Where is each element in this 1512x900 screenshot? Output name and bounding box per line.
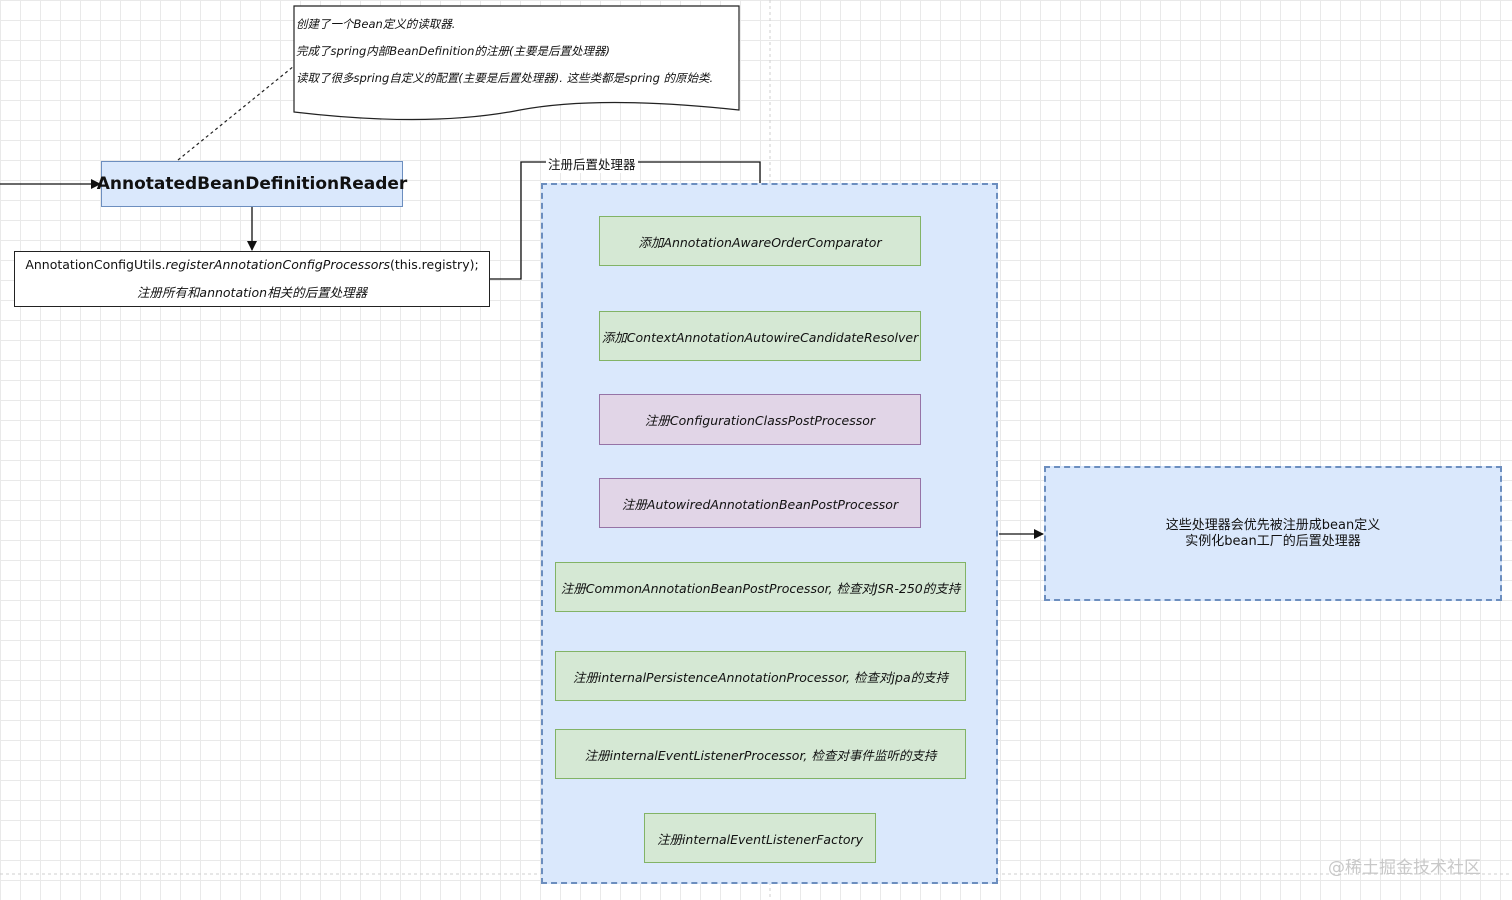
summary-line-1: 这些处理器会优先被注册成bean定义 [1165, 517, 1381, 533]
watermark: @稀土掘金技术社区 [1328, 858, 1481, 878]
utils-caption: 注册所有和annotation相关的后置处理器 [136, 285, 368, 300]
step-register-internal-event-listener-factory[interactable]: 注册internalEventListenerFactory [644, 813, 876, 863]
step-register-common-annotation-bean-post-processor[interactable]: 注册CommonAnnotationBeanPostProcessor, 检查对… [555, 562, 966, 612]
note-line: 读取了很多spring自定义的配置(主要是后置处理器). 这些类都是spring… [296, 71, 714, 85]
step-add-annotation-aware-order-comparator[interactable]: 添加AnnotationAwareOrderComparator [599, 216, 921, 266]
utils-class-name: AnnotationConfigUtils. [25, 257, 166, 272]
register-processors-arrow [490, 161, 765, 280]
utils-method-name: registerAnnotationConfigProcessors [165, 257, 391, 272]
step-register-autowired-annotation-bean-post-processor[interactable]: 注册AutowiredAnnotationBeanPostProcessor [599, 478, 921, 528]
utils-call-line: AnnotationConfigUtils.registerAnnotation… [25, 251, 478, 279]
note-shape [293, 5, 740, 121]
annotation-config-utils-node[interactable]: AnnotationConfigUtils.registerAnnotation… [14, 251, 490, 307]
utils-args: (this.registry); [390, 257, 479, 272]
annotated-bean-definition-reader-node[interactable]: AnnotatedBeanDefinitionReader [97, 161, 407, 207]
step-add-context-annotation-autowire-candidate-resolver[interactable]: 添加ContextAnnotationAutowireCandidateReso… [599, 311, 921, 361]
step-register-internal-persistence-annotation-processor[interactable]: 注册internalPersistenceAnnotationProcessor… [555, 651, 966, 701]
step-register-internal-event-listener-processor[interactable]: 注册internalEventListenerProcessor, 检查对事件监… [555, 729, 966, 779]
note-line: 创建了一个Bean定义的读取器. [296, 17, 456, 31]
step-register-configuration-class-post-processor[interactable]: 注册ConfigurationClassPostProcessor [599, 394, 921, 445]
summary-node[interactable]: 这些处理器会优先被注册成bean定义 实例化bean工厂的后置处理器 [1044, 466, 1502, 601]
summary-line-2: 实例化bean工厂的后置处理器 [1185, 533, 1361, 549]
note-link-line [177, 65, 295, 161]
note-line: 完成了spring内部BeanDefinition的注册(主要是后置处理器) [296, 44, 610, 58]
register-processors-edge-label: 注册后置处理器 [546, 154, 638, 173]
